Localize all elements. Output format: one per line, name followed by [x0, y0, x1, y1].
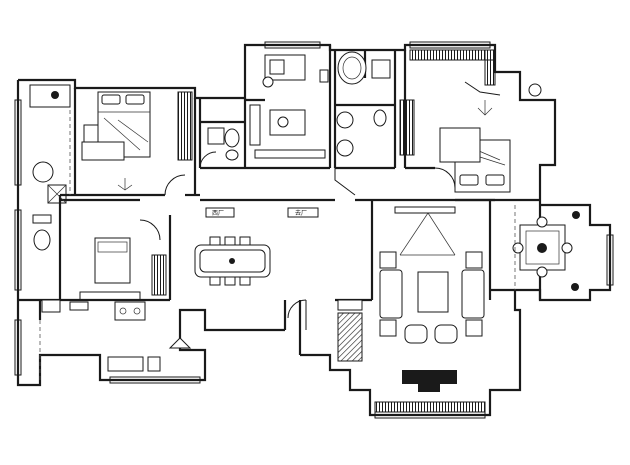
wardrobe — [151, 254, 167, 296]
bench — [402, 370, 457, 384]
pillow — [459, 174, 479, 186]
study — [249, 54, 329, 159]
kitchen-sink — [107, 356, 144, 372]
pillow — [101, 94, 121, 105]
stove — [114, 301, 146, 321]
chair — [536, 216, 548, 228]
sink-icon — [336, 139, 354, 157]
plant-icon — [51, 91, 59, 99]
wardrobe — [177, 91, 193, 161]
cabinet-right-label: 去厂 — [295, 209, 307, 217]
side-table — [379, 319, 397, 337]
toilet-icon — [224, 128, 240, 148]
sofa-left — [379, 269, 403, 319]
balcony-left — [29, 84, 71, 204]
rug-ornament — [439, 127, 481, 163]
cabinet-left — [205, 207, 235, 218]
kitchen — [39, 299, 192, 380]
wardrobe — [399, 99, 415, 156]
powder-room — [32, 214, 52, 251]
chair — [224, 236, 236, 246]
side-table — [379, 251, 397, 269]
plant-icon — [571, 283, 579, 291]
cabinet-left-label: 西厂 — [212, 210, 224, 217]
pillow — [125, 94, 145, 105]
chair — [512, 242, 524, 254]
lower-lounge — [374, 370, 486, 413]
balcony-right — [512, 205, 580, 291]
sink-icon — [225, 149, 239, 161]
chair — [209, 236, 221, 246]
chair — [536, 266, 548, 278]
sofa-right — [461, 269, 485, 319]
chair — [239, 236, 251, 246]
living-room — [337, 206, 485, 362]
bathroom-left — [199, 127, 240, 169]
tv-console — [394, 206, 456, 214]
armchair — [434, 324, 458, 344]
bedroom-left — [81, 91, 193, 196]
coffee-table — [417, 271, 449, 313]
chair — [224, 276, 236, 286]
bookshelf — [254, 149, 326, 159]
cabinet-right — [287, 207, 319, 218]
ensuite — [336, 51, 415, 157]
hatched-column — [337, 312, 363, 362]
dining — [194, 236, 271, 286]
radiator — [69, 301, 89, 311]
wardrobe-top — [409, 49, 496, 61]
window-rail — [374, 401, 486, 413]
plant-icon — [528, 83, 542, 97]
plant-icon — [319, 69, 329, 83]
planter — [29, 84, 71, 108]
toilet-tank — [207, 127, 225, 145]
sink-icon — [336, 111, 354, 129]
bedroom-lower — [79, 219, 167, 300]
armchair — [404, 324, 428, 344]
side-chair — [32, 161, 54, 183]
toilet-icon — [373, 109, 387, 127]
toilet-icon — [33, 229, 51, 251]
bathtub — [337, 51, 367, 85]
rug-ornament — [81, 141, 125, 161]
chair — [239, 276, 251, 286]
corridor-cabinets: 西厂 去厂 — [205, 168, 356, 218]
sink-icon — [32, 214, 52, 224]
chair — [209, 276, 221, 286]
plant-icon — [572, 211, 580, 219]
fridge — [168, 337, 192, 349]
chair — [561, 242, 573, 254]
master-bedroom — [409, 49, 542, 193]
side-table — [465, 251, 483, 269]
centerpiece — [537, 243, 547, 253]
entry-door — [287, 299, 307, 330]
bed — [94, 237, 131, 284]
pillow — [485, 174, 505, 186]
side-table — [465, 319, 483, 337]
door-swing — [164, 174, 186, 196]
centerpiece — [229, 258, 235, 264]
